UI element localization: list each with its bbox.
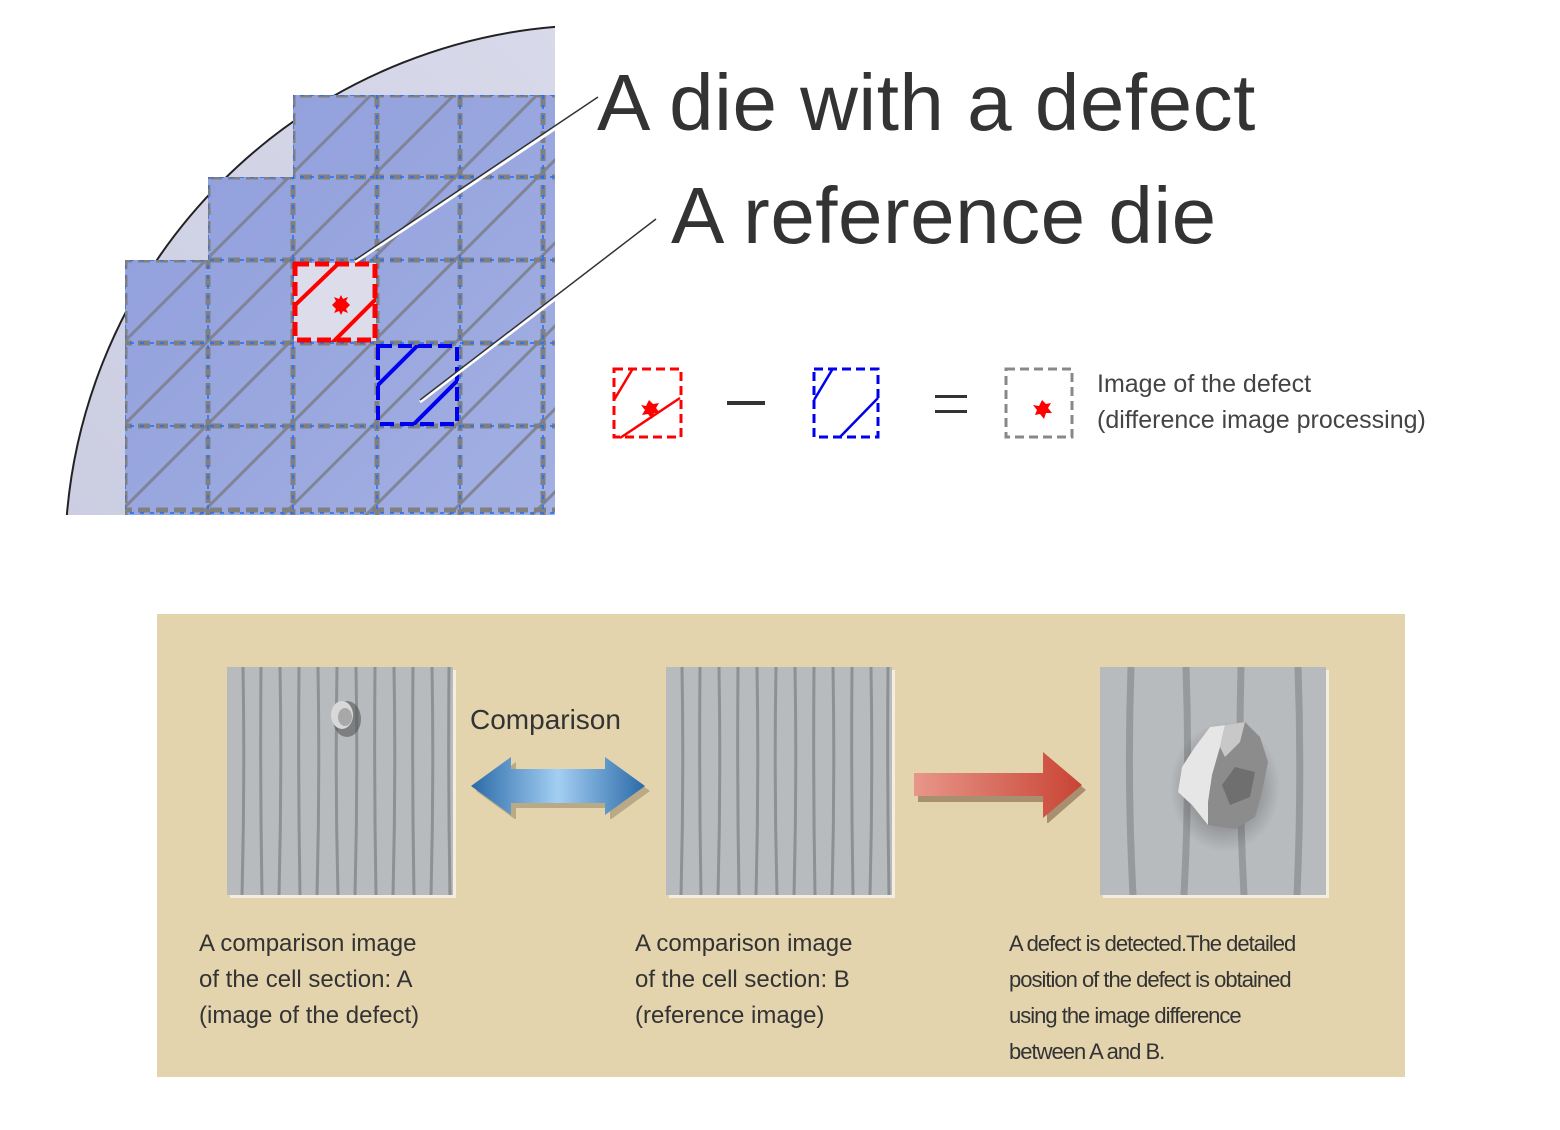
result-label-line2: (difference image processing) xyxy=(1097,406,1426,434)
small-defect-particle-icon xyxy=(331,701,361,737)
equation-reference-die-icon xyxy=(812,367,880,439)
cell-image-b xyxy=(666,667,892,895)
result-label-line1: Image of the defect xyxy=(1097,370,1312,398)
caption-image-a: A comparison image of the cell section: … xyxy=(199,930,420,1029)
minus-icon xyxy=(727,401,765,405)
result-arrow-icon xyxy=(914,752,1086,823)
reference-die-label: A reference die xyxy=(671,171,1217,260)
defect-die xyxy=(292,261,378,343)
defect-die-label: A die with a defect xyxy=(597,58,1256,147)
comparison-panel: Comparison xyxy=(157,614,1405,1077)
defect-spot-icon xyxy=(332,295,350,315)
callout-lines xyxy=(354,96,657,404)
caption-image-b: A comparison image of the cell section: … xyxy=(635,930,853,1029)
equation-result-icon xyxy=(1004,367,1074,439)
result-defect-image xyxy=(1100,667,1326,895)
reference-die xyxy=(376,344,459,426)
equation-defect-die-icon xyxy=(612,367,683,440)
large-defect-particle-icon xyxy=(1170,722,1280,852)
equals-icon xyxy=(935,395,967,413)
caption-result: A defect is detected.The detailed positi… xyxy=(1009,931,1296,1064)
double-arrow-icon xyxy=(471,757,650,819)
comparison-label: Comparison xyxy=(470,704,621,735)
wafer-diagram xyxy=(66,26,1074,515)
cell-image-a xyxy=(227,667,453,895)
